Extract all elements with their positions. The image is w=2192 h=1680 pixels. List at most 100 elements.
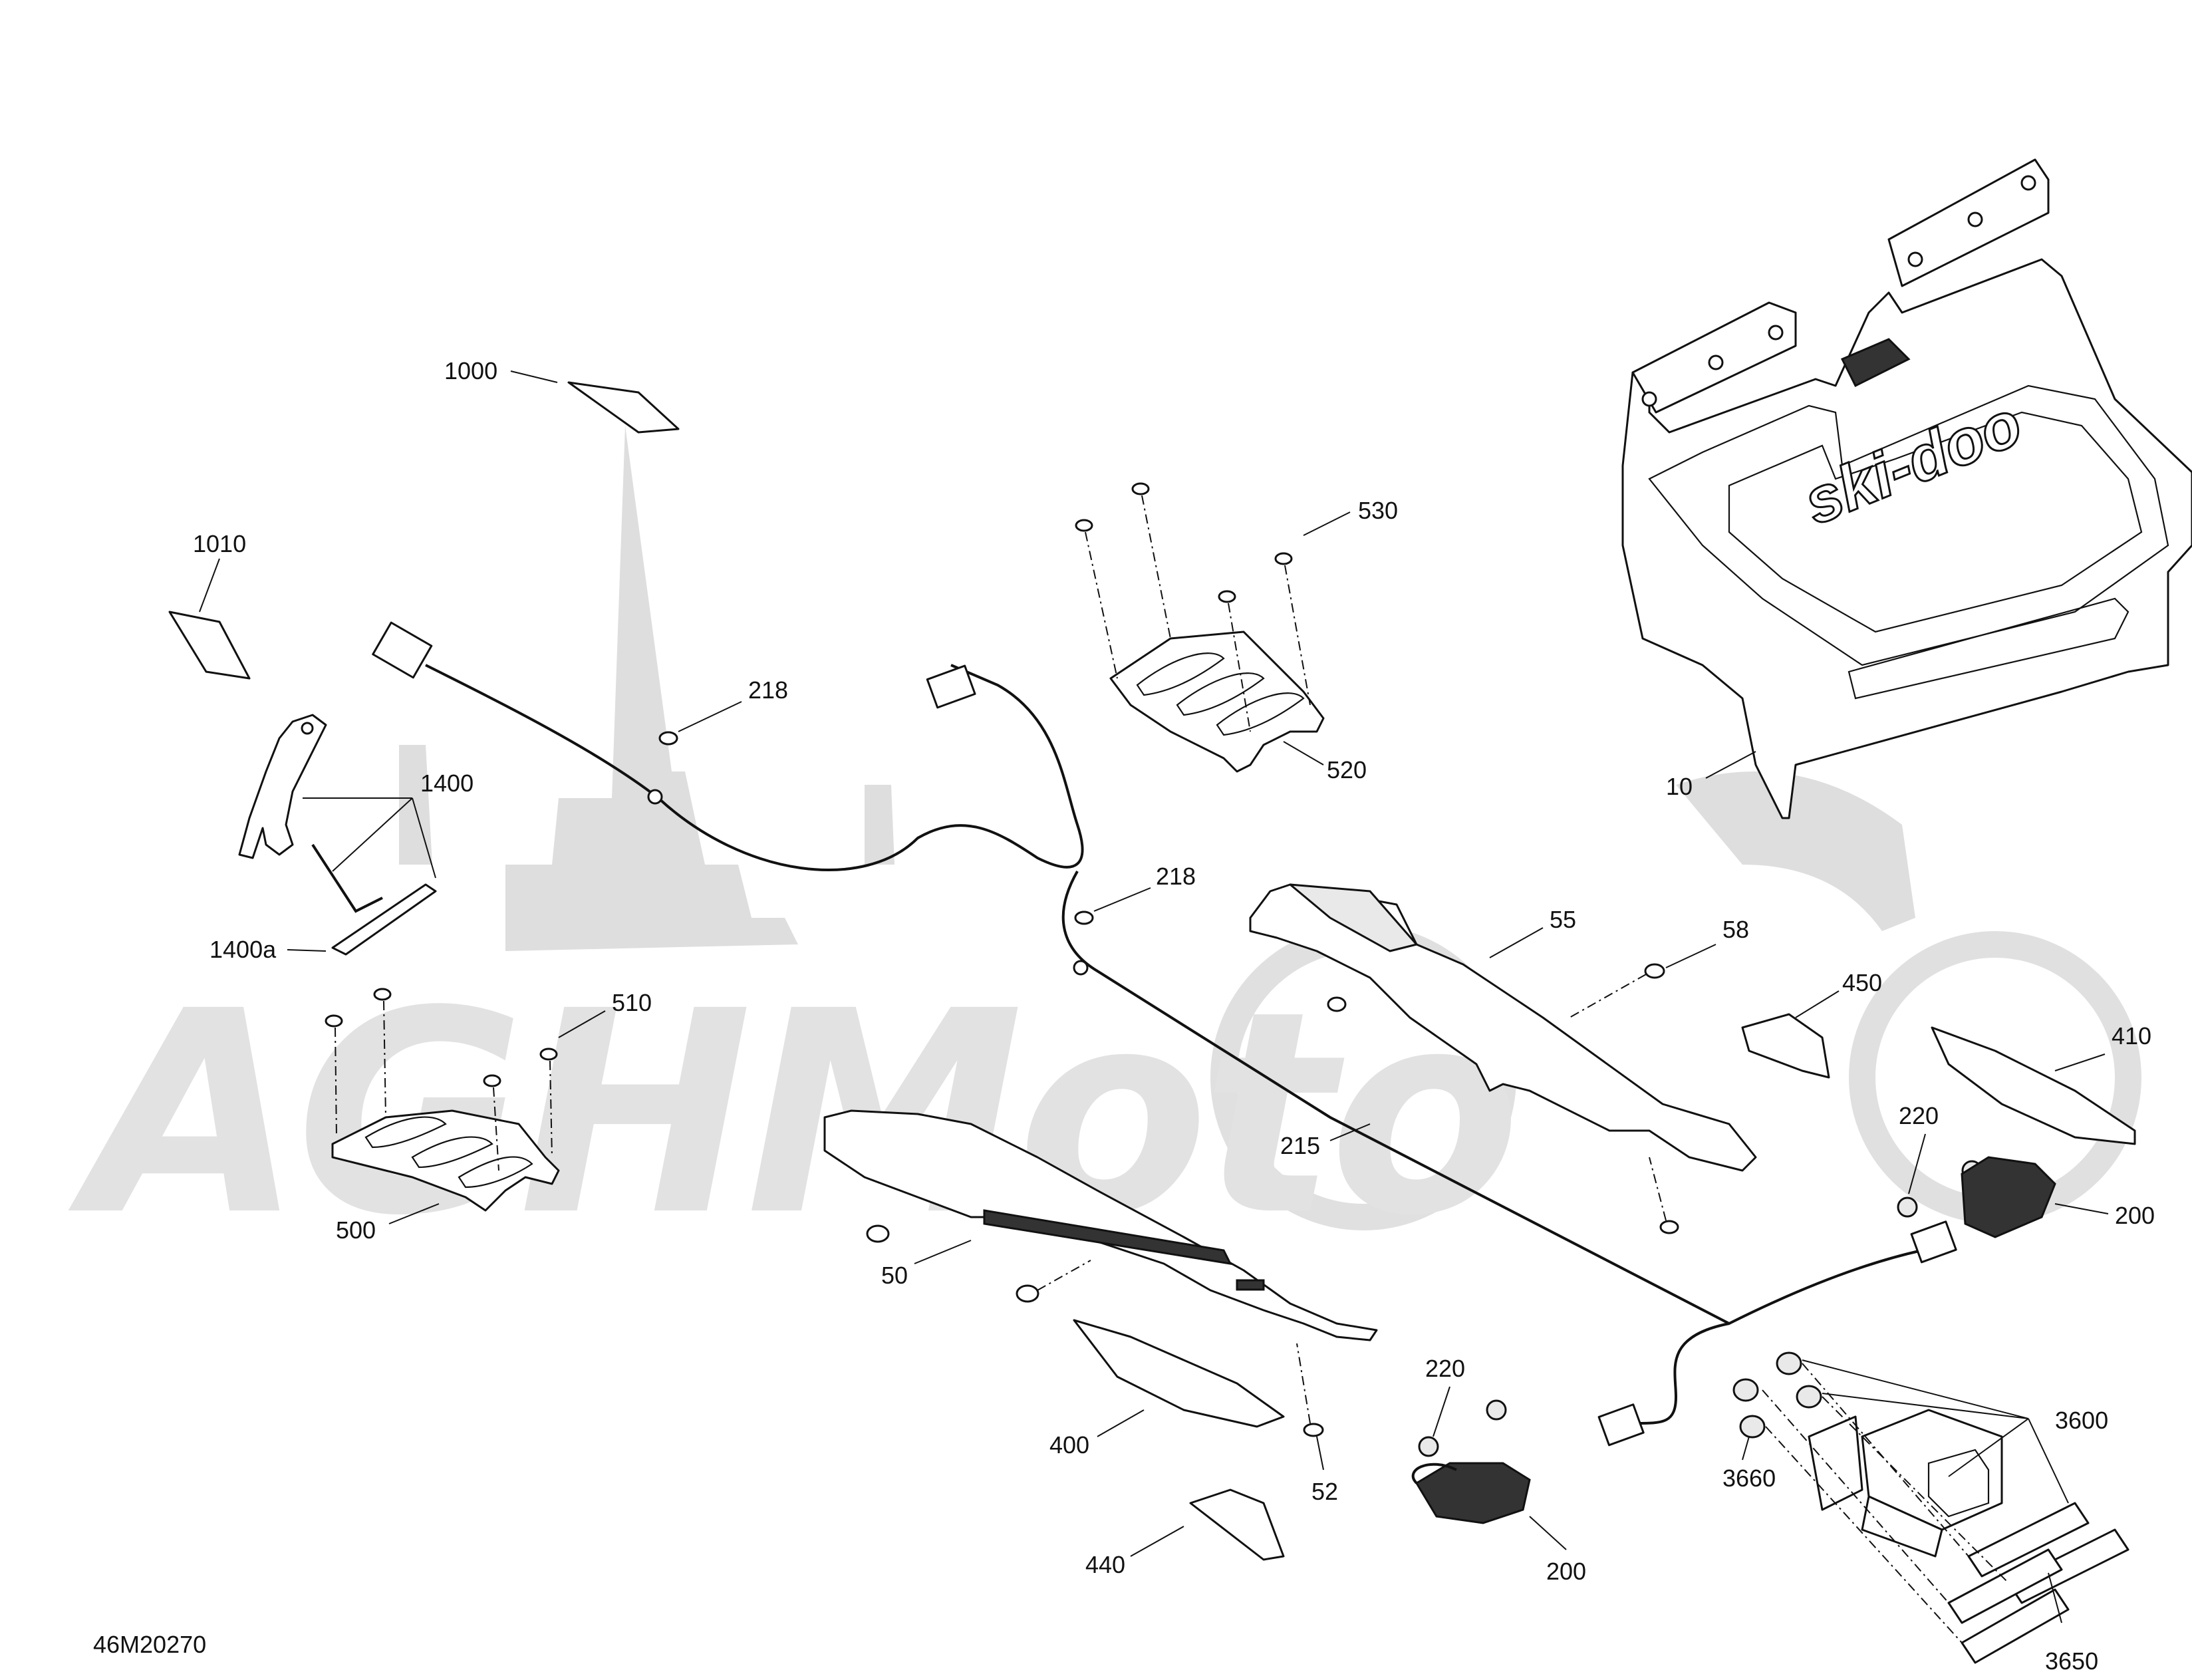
snowflap-hole-4 [1907,251,1923,267]
part-1400-tool-kit [238,714,437,956]
rivet-50-b [1016,1284,1039,1303]
label-520: 520 [1327,756,1367,783]
label-3660: 3660 [1722,1465,1776,1492]
decal-410 [1931,1026,2136,1145]
hitch-nut-1 [1776,1351,1802,1375]
label-1000: 1000 [444,357,497,384]
rivet-52-axis [1296,1343,1311,1424]
label-440: 440 [1085,1551,1125,1578]
rivet-58-axis [1569,974,1647,1018]
hitch-bolt-axis-1 [1802,1363,1969,1557]
tool-hook-hole [301,722,314,735]
label-218-a: 218 [748,676,788,704]
leader-410 [2054,1053,2106,1071]
grommet-218-b [1074,910,1094,925]
hitch-receiver-opening [1927,1449,1990,1518]
plate-right-slot-2 [1176,672,1265,716]
leader-50 [914,1240,972,1264]
diagram-code: 46M20270 [93,1631,206,1658]
snowflap-upper-panel [1648,384,2169,666]
decals [168,381,2136,1561]
part-520-plate-right [1109,630,1325,773]
leader-1000 [510,370,558,383]
screw-530-c-axis [1228,603,1251,732]
label-55: 55 [1550,906,1576,933]
leader-218-b [1093,887,1151,912]
plate-right-slot-3 [1216,692,1305,736]
harness-left-connector [1597,1403,1645,1447]
leader-218-a [678,701,742,732]
snowflap-hole-5 [1967,211,1983,227]
screw-510-a-axis [335,1027,337,1138]
trim-left-slots [1236,1279,1265,1291]
label-410: 410 [2112,1022,2151,1050]
leader-1400a [287,949,327,952]
leader-220-a [1908,1133,1926,1194]
label-215: 215 [1280,1132,1320,1159]
part-200-lights [1411,1156,2056,1524]
decal-400 [1073,1319,1285,1428]
leader-3650 [2048,1572,2062,1623]
leader-440 [1130,1526,1184,1557]
screw-530-d-axis [1284,565,1311,706]
screw-510-b-axis [383,1000,386,1118]
leader-55 [1489,927,1544,958]
label-1400a: 1400a [209,936,277,963]
snowflap-hole-2 [1708,354,1724,370]
hitch-nut-3 [1732,1378,1759,1402]
snowflap-lower-slot [1848,597,2129,700]
snowflap-inner-outline [1728,411,2143,633]
grommet-220-d [1418,1436,1439,1457]
harness-clip-2 [1073,960,1089,976]
trim-left-dark-strip [983,1209,1232,1265]
hitch-bolt-axis-3 [1762,1389,1949,1604]
part-55-trim-right [1249,883,1757,1172]
label-50: 50 [881,1262,908,1289]
label-3600: 3600 [2055,1407,2108,1434]
rivet-trim-right-lower [1659,1220,1679,1234]
part-50-trim-left [823,1109,1378,1341]
leader-520 [1283,741,1324,766]
leader-200-a [2054,1203,2109,1214]
decal-1010 [168,611,251,680]
hitch-bolt-axis-2 [1822,1396,2009,1584]
leader-1010 [199,558,220,613]
watermark-motorcycle-silhouette [1676,771,1915,931]
rivet-58 [1644,963,1665,979]
snowflap-hole-3 [1768,325,1784,341]
screw-510-b [373,988,392,1001]
leader-1400 [303,797,436,879]
wiring-harness [372,621,1957,1447]
harness-rear-cable [1061,871,1943,1326]
rivet-50-a [866,1224,890,1243]
label-200-b: 200 [1546,1558,1586,1585]
label-220-a: 220 [1899,1102,1939,1129]
part-labels: 1000 1010 1400 1400a 218 218 530 520 510… [193,357,2155,1675]
grommet-220-b [1897,1196,1918,1218]
watermark: AGHMoto [65,426,2141,1277]
part-500-plate-left [331,1109,560,1212]
label-510: 510 [612,989,652,1016]
hitch-bolt-1 [1967,1502,2090,1578]
harness-mid-connector [926,664,976,709]
harness-right-connector [1910,1220,1957,1264]
leader-3600 [1802,1359,2069,1504]
trim-right-ridged-top [1289,883,1418,952]
screw-530-a-axis [1085,531,1118,679]
rivet-trim-right [1327,996,1347,1012]
label-218-b: 218 [1156,863,1196,890]
plate-left-slot-1 [364,1116,447,1149]
decal-450 [1741,1013,1830,1079]
decal-440 [1189,1488,1285,1561]
fasteners [325,482,1983,1457]
tool-hook [238,714,327,859]
leader-530 [1303,511,1351,536]
screw-510-c [483,1074,501,1087]
screw-530-d [1274,552,1293,565]
leader-220-b [1433,1386,1450,1437]
decal-1000 [567,381,680,434]
watermark-text: AGHMoto [65,952,1514,1277]
leader-10 [1705,751,1756,779]
leader-500 [388,1203,440,1224]
snowflap-hole-1 [1641,391,1657,407]
